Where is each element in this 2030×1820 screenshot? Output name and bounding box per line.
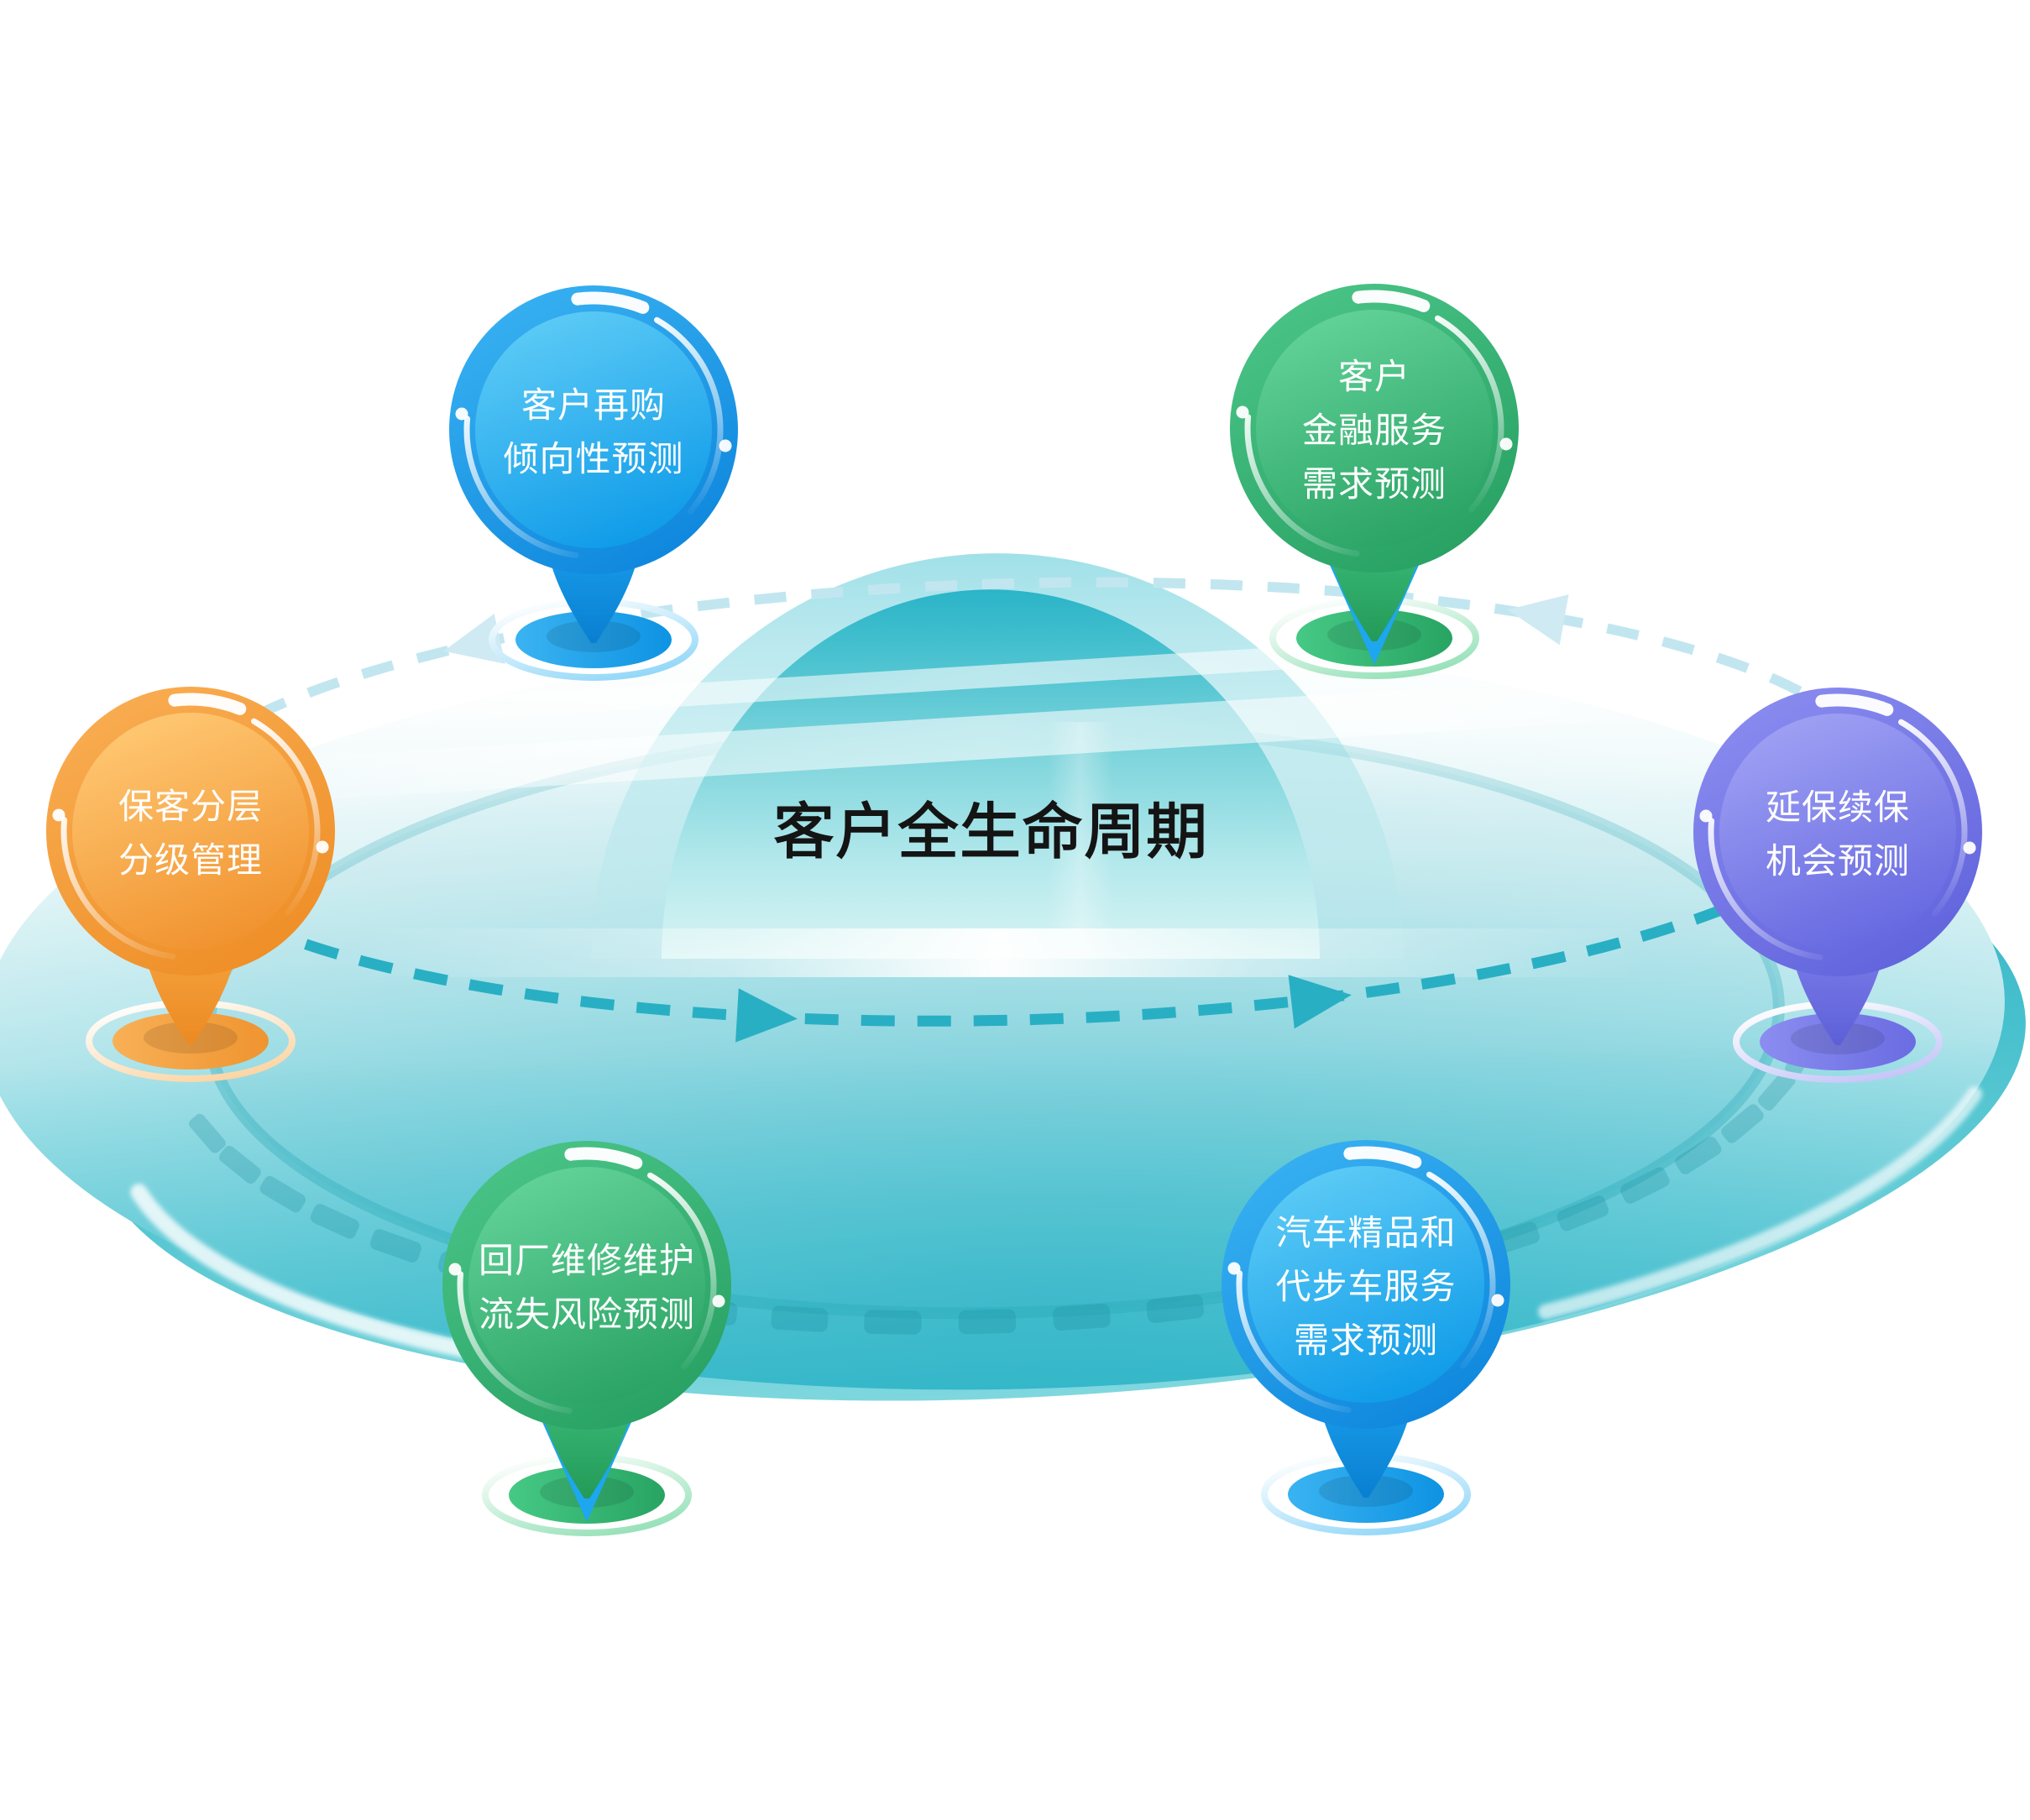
pin-label-churn: 回厂维修维护流失风险预测 xyxy=(479,1232,695,1339)
pin-balloon-inner xyxy=(1248,1166,1484,1403)
pin-balloon-inner xyxy=(475,311,712,548)
page-title-text: 客户全生命周期 xyxy=(772,782,1208,872)
pin-highlight-arc xyxy=(1343,1146,1422,1169)
pin-highlight-dot xyxy=(455,407,468,421)
pin-highlight-dot xyxy=(1236,405,1249,419)
pin-balloon-inner xyxy=(1719,714,1956,950)
pin-highlight-dot xyxy=(1491,1294,1504,1307)
pin-highlight-arc xyxy=(1236,1270,1352,1413)
pin-balloon-inner xyxy=(1256,310,1493,547)
pin-highlight-arc xyxy=(60,817,176,960)
pin-label-line: 机会预测 xyxy=(1765,833,1911,884)
dome-streak xyxy=(1048,722,1113,959)
flow-arrow-icon xyxy=(1288,975,1352,1029)
pin-highlight-arc xyxy=(457,1271,573,1414)
pin-highlight-arc xyxy=(1435,315,1504,513)
pin-finance xyxy=(1230,284,1519,679)
pin-highlight-arc xyxy=(1244,414,1360,557)
pin-label-warranty: 延保续保机会预测 xyxy=(1766,778,1910,886)
pin-highlight-dot xyxy=(52,808,65,822)
pin-label-retention: 保客分层分级管理 xyxy=(118,777,263,885)
pin-highlight-arc xyxy=(168,693,247,715)
pin-label-line: 汽车精品和 xyxy=(1275,1205,1457,1256)
pin-highlight-dot xyxy=(1499,437,1513,451)
page-title: 客户全生命周期 xyxy=(772,782,1208,872)
pin-balloon-inner xyxy=(468,1167,705,1404)
pin-label-line: 倾向性预测 xyxy=(503,431,684,482)
pin-highlight-dot xyxy=(712,1294,725,1308)
pin-highlight-arc xyxy=(564,1147,643,1169)
pin-highlight-arc xyxy=(251,718,321,916)
pin-accessory xyxy=(1222,1140,1510,1535)
pin-highlight-arc xyxy=(1708,818,1823,960)
pin-label-line: 流失风险预测 xyxy=(478,1286,696,1337)
pin-label-line: 保客分层 xyxy=(118,778,264,829)
pin-highlight-dot xyxy=(316,840,329,854)
pin-label-line: 回厂维修维护 xyxy=(478,1232,696,1284)
flow-arrow-icon xyxy=(443,614,505,664)
dome-base-band xyxy=(353,928,1645,977)
pin-highlight-arc xyxy=(647,1172,717,1370)
pin-label-line: 客户 xyxy=(1337,348,1411,400)
center-dome xyxy=(235,553,1746,977)
pin-highlight-arc xyxy=(463,416,579,558)
pin-highlight-dot xyxy=(1963,841,1976,855)
pin-label-finance: 客户金融服务需求预测 xyxy=(1302,348,1447,509)
flow-arrow-icon xyxy=(1507,594,1569,646)
pin-highlight-arc xyxy=(571,291,650,314)
pin-highlight-dot xyxy=(1699,809,1713,823)
pin-balloon-inner xyxy=(72,713,309,949)
pin-retention xyxy=(46,687,335,1082)
pin-churn xyxy=(442,1141,731,1536)
light-band-thick xyxy=(235,669,1746,805)
pin-highlight-arc xyxy=(1898,719,1968,917)
pin-highlight-dot xyxy=(448,1263,462,1276)
dome-vertical-streak xyxy=(1048,722,1113,959)
pin-highlight-arc xyxy=(1815,693,1894,716)
flow-dashes-back xyxy=(144,577,1881,837)
pin-label-line: 代步车服务 xyxy=(1275,1258,1457,1310)
pin-highlight-arc xyxy=(1352,290,1431,312)
pin-highlight-dot xyxy=(1227,1262,1241,1275)
pin-label-line: 金融服务 xyxy=(1301,402,1447,453)
pin-highlight-arc xyxy=(1426,1171,1496,1369)
lifecycle-flow-path xyxy=(144,577,1885,1043)
pin-label-line: 延保续保 xyxy=(1765,779,1911,830)
pin-label-line: 客户再购 xyxy=(521,377,667,428)
flow-arrow-icon xyxy=(735,988,798,1043)
pin-label-line: 需求预测 xyxy=(1301,456,1447,507)
pin-repurchase xyxy=(449,285,738,681)
pin-warranty xyxy=(1693,688,1982,1083)
pin-label-accessory: 汽车精品和代步车服务需求预测 xyxy=(1275,1204,1456,1365)
pin-label-repurchase: 客户再购倾向性预测 xyxy=(503,376,683,484)
pin-highlight-arc xyxy=(654,316,724,515)
pin-label-line: 需求预测 xyxy=(1293,1312,1439,1363)
pin-label-line: 分级管理 xyxy=(118,832,264,883)
pin-highlight-dot xyxy=(719,439,732,452)
